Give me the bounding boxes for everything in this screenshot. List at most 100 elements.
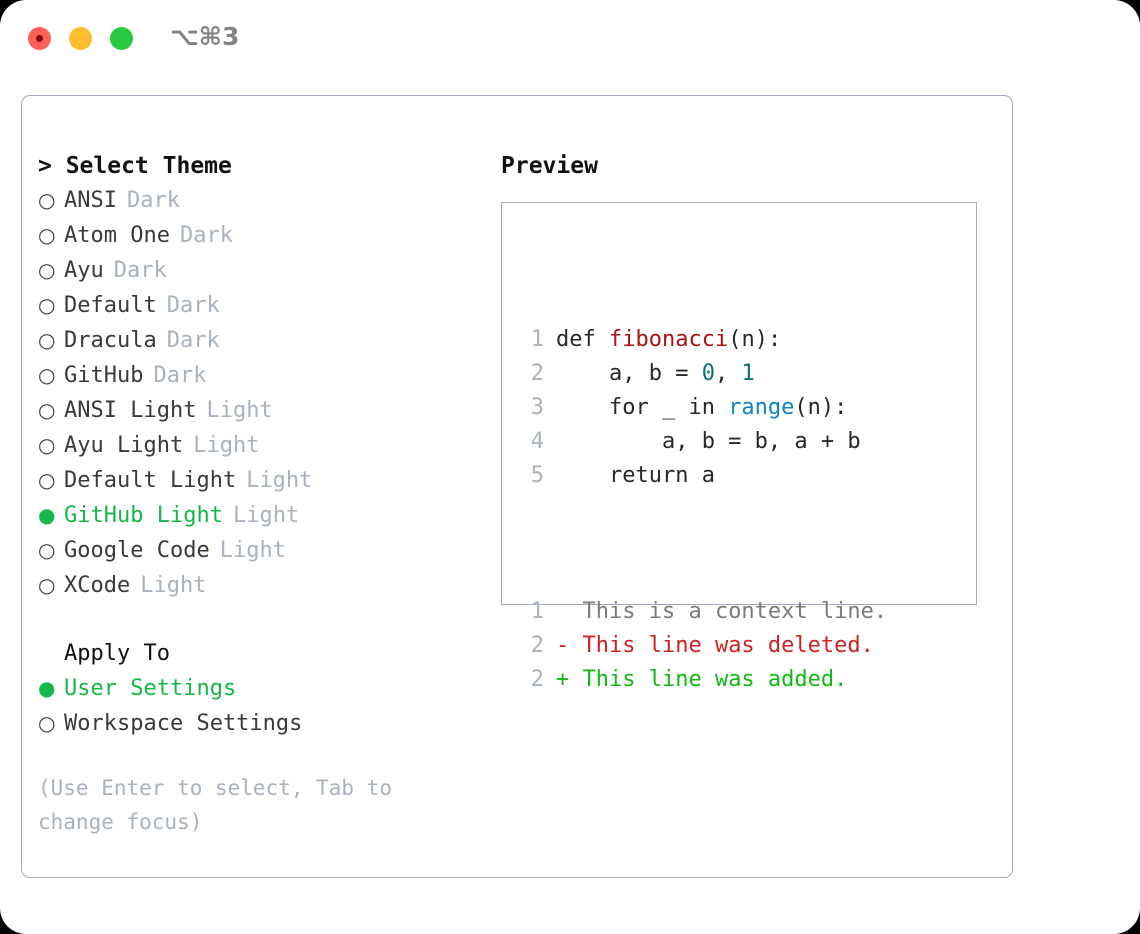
radio-unselected-icon: ○ bbox=[38, 258, 56, 282]
theme-option-label: Dracula bbox=[64, 328, 157, 353]
theme-option-dracula[interactable]: ○ Dracula Dark bbox=[38, 323, 478, 358]
radio-selected-icon: ● bbox=[38, 503, 56, 527]
code-token: 0 bbox=[701, 361, 715, 386]
theme-option-github-light[interactable]: ● GitHub Light Light bbox=[38, 498, 478, 533]
theme-option-tag: Dark bbox=[153, 363, 207, 388]
code-token: fibonacci bbox=[608, 327, 729, 352]
line-number: 1 bbox=[530, 599, 544, 624]
radio-unselected-icon: ○ bbox=[38, 363, 56, 387]
radio-unselected-icon: ○ bbox=[38, 293, 56, 317]
diff-text: This is a context line. bbox=[569, 599, 888, 624]
code-token: , bbox=[714, 361, 742, 386]
theme-option-tag: Dark bbox=[113, 258, 167, 283]
theme-option-label: Ayu Light bbox=[64, 433, 184, 458]
line-number: 5 bbox=[530, 463, 544, 488]
theme-option-label: Atom One bbox=[64, 223, 170, 248]
theme-option-tag: Light bbox=[246, 468, 313, 493]
page-title: > Select Theme bbox=[38, 153, 232, 179]
line-number: 4 bbox=[530, 429, 544, 454]
keyboard-hint: (Use Enter to select, Tab to change focu… bbox=[38, 776, 393, 834]
theme-option-label: ANSI Light bbox=[64, 398, 197, 423]
theme-option-tag: Light bbox=[206, 398, 273, 423]
theme-option-label: Default bbox=[64, 293, 157, 318]
theme-option-label: XCode bbox=[64, 573, 131, 598]
diff-marker bbox=[556, 599, 569, 624]
diff-line-del: 2- This line was deleted. bbox=[522, 629, 887, 663]
code-line: 2 a, b = 0, 1 bbox=[522, 357, 887, 391]
code-token: (n): bbox=[728, 327, 782, 352]
apply-to-option-workspace-settings[interactable]: ○ Workspace Settings bbox=[38, 706, 478, 741]
theme-option-tag: Light bbox=[232, 503, 300, 528]
maximize-button[interactable] bbox=[110, 27, 133, 50]
code-line: 1 def fibonacci(n): bbox=[522, 323, 887, 357]
theme-option-ansi-light[interactable]: ○ ANSI Light Light bbox=[38, 393, 478, 428]
diff-line-ctx: 1 This is a context line. bbox=[522, 595, 887, 629]
theme-option-label: Ayu bbox=[64, 258, 104, 283]
radio-selected-icon: ● bbox=[38, 676, 56, 700]
theme-option-ayu[interactable]: ○ Ayu Dark bbox=[38, 253, 478, 288]
radio-unselected-icon: ○ bbox=[38, 398, 56, 422]
window-title: ⌥⌘3 bbox=[170, 22, 240, 51]
code-line: 5 return a bbox=[522, 459, 887, 493]
code-token: 1 bbox=[741, 361, 755, 386]
code-token: range bbox=[728, 395, 795, 420]
radio-unselected-icon: ○ bbox=[38, 223, 56, 247]
radio-unselected-icon: ○ bbox=[38, 538, 56, 562]
radio-unselected-icon: ○ bbox=[38, 711, 56, 735]
theme-option-tag: Light bbox=[140, 573, 207, 598]
theme-option-label: GitHub bbox=[64, 363, 144, 388]
theme-option-atom-one[interactable]: ○ Atom One Dark bbox=[38, 218, 478, 253]
line-number: 1 bbox=[530, 327, 544, 352]
line-number: 3 bbox=[530, 395, 544, 420]
code-token: def bbox=[556, 327, 609, 352]
code-token: a, b = b, a + b bbox=[556, 429, 861, 454]
theme-option-github[interactable]: ○ GitHub Dark bbox=[38, 358, 478, 393]
radio-unselected-icon: ○ bbox=[38, 468, 56, 492]
theme-option-label: GitHub Light bbox=[64, 503, 223, 528]
theme-option-google-code[interactable]: ○ Google Code Light bbox=[38, 533, 478, 568]
code-line: 3 for _ in range(n): bbox=[522, 391, 887, 425]
apply-to-option-label: Workspace Settings bbox=[64, 711, 303, 736]
title-bar: ⌥⌘3 bbox=[0, 0, 1140, 78]
preview-title: Preview bbox=[501, 153, 598, 179]
theme-option-tag: Light bbox=[193, 433, 260, 458]
theme-option-tag: Dark bbox=[126, 188, 180, 213]
theme-option-label: ANSI bbox=[64, 188, 117, 213]
theme-option-default-light[interactable]: ○ Default Light Light bbox=[38, 463, 478, 498]
diff-text: This line was deleted. bbox=[569, 633, 874, 658]
apply-to-option-label: User Settings bbox=[64, 676, 237, 701]
radio-unselected-icon: ○ bbox=[38, 328, 56, 352]
code-token: a, b = bbox=[556, 361, 702, 386]
theme-option-default[interactable]: ○ Default Dark bbox=[38, 288, 478, 323]
apply-to-list[interactable]: ● User Settings ○ Workspace Settings bbox=[38, 671, 478, 741]
diff-marker: - bbox=[556, 633, 570, 658]
line-number: 2 bbox=[530, 633, 544, 658]
diff-sample: 1 This is a context line.2- This line wa… bbox=[522, 595, 887, 697]
radio-unselected-icon: ○ bbox=[38, 188, 56, 212]
apply-to-option-user-settings[interactable]: ● User Settings bbox=[38, 671, 478, 706]
theme-option-tag: Dark bbox=[166, 293, 220, 318]
theme-option-tag: Dark bbox=[166, 328, 220, 353]
diff-text: This line was added. bbox=[569, 667, 848, 692]
theme-option-label: Google Code bbox=[64, 538, 210, 563]
minimize-button[interactable] bbox=[69, 27, 92, 50]
theme-option-label: Default Light bbox=[64, 468, 237, 493]
theme-option-tag: Dark bbox=[179, 223, 233, 248]
diff-marker: + bbox=[556, 667, 570, 692]
line-number: 2 bbox=[530, 667, 544, 692]
close-button[interactable] bbox=[28, 27, 51, 50]
section-spacer bbox=[38, 603, 478, 637]
theme-option-ansi[interactable]: ○ ANSI Dark bbox=[38, 183, 478, 218]
traffic-lights bbox=[28, 27, 133, 50]
code-token: for _ in bbox=[556, 395, 729, 420]
line-number: 2 bbox=[530, 361, 544, 386]
theme-option-tag: Light bbox=[219, 538, 286, 563]
